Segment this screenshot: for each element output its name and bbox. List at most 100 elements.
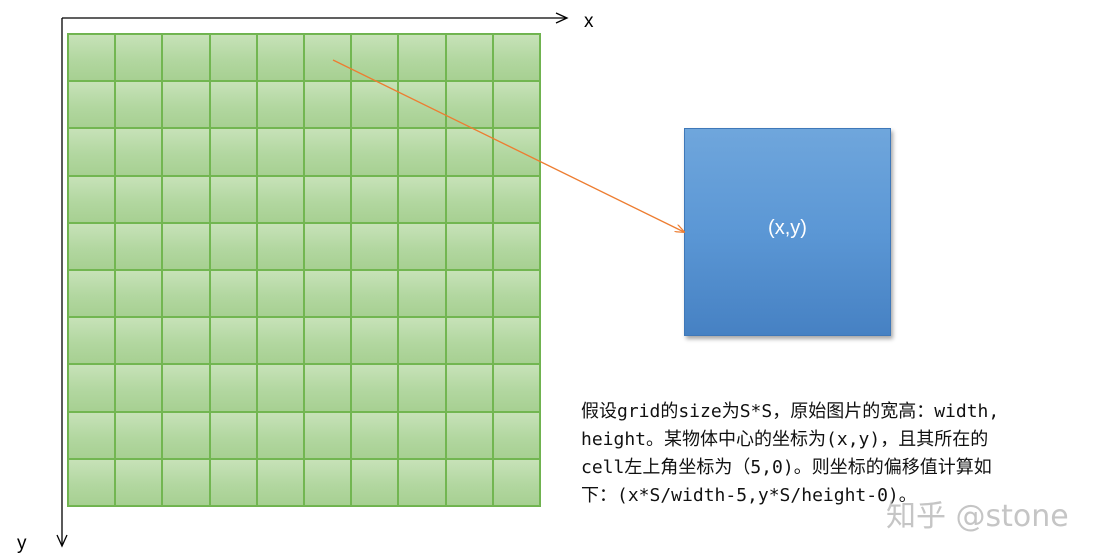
grid-cell [115,34,163,82]
grid-cell [209,34,257,82]
grid-cell [398,175,446,223]
grid-cell [68,270,116,318]
grid-cell [492,128,540,176]
grid-cell [68,175,116,223]
grid-cell [351,128,399,176]
grid-cell [445,34,493,82]
grid-cell [115,222,163,270]
grid-cell [492,175,540,223]
object-box: (x,y) [684,128,891,336]
grid-cell [445,411,493,459]
caption-line: cell左上角坐标为（5,0)。则坐标的偏移值计算如 [581,457,992,478]
grid-cell [398,34,446,82]
x-axis-arrowhead [555,12,569,24]
grid-cell [445,222,493,270]
grid-cell [351,175,399,223]
grid-cell [209,411,257,459]
grid-cell [68,34,116,82]
grid-cell [68,458,116,506]
caption-text: 假设grid的size为S*S，原始图片的宽高：width, height。某物… [581,398,1111,510]
grid-cell [256,175,304,223]
grid-cell [256,222,304,270]
grid-cell [351,364,399,412]
grid-cell [209,81,257,129]
grid-cell [304,128,352,176]
grid-cell [445,270,493,318]
grid-cell [256,411,304,459]
grid-cell [256,128,304,176]
grid-cell [209,270,257,318]
grid-cell [304,317,352,365]
grid-cell [445,175,493,223]
grid-cell [115,458,163,506]
grid-cell [445,81,493,129]
grid-cell [256,81,304,129]
grid-cell [162,270,210,318]
y-axis-label: y [17,533,27,554]
grid-cell [209,364,257,412]
grid-cell [115,128,163,176]
grid-cell [115,411,163,459]
grid-cell [351,270,399,318]
grid-cell [68,81,116,129]
grid-cell [162,175,210,223]
grid-cell [492,222,540,270]
grid-cell [304,81,352,129]
grid-cell [445,458,493,506]
grid-cell [445,317,493,365]
grid-cell [304,458,352,506]
grid-cell [398,128,446,176]
grid-cell [115,175,163,223]
grid-cell [398,317,446,365]
grid-cell [162,411,210,459]
grid-cell [209,128,257,176]
grid-cell [304,364,352,412]
grid-cell [351,81,399,129]
grid-cell [304,270,352,318]
grid-cell [398,81,446,129]
grid-cell [256,364,304,412]
x-axis-label: x [584,11,594,32]
grid-cell [256,317,304,365]
grid-cell [162,34,210,82]
grid-cell [115,81,163,129]
grid-cell [68,128,116,176]
grid-cell [162,81,210,129]
grid-cell [304,175,352,223]
grid-cell [115,270,163,318]
grid-cell [398,364,446,412]
grid-cell [162,128,210,176]
grid-cell [351,34,399,82]
grid-cell [68,364,116,412]
grid-cell [162,364,210,412]
grid-cell [398,458,446,506]
grid-cell [445,364,493,412]
grid-cell [209,175,257,223]
grid-cell [492,317,540,365]
object-coordinate-label: (x,y) [768,216,807,239]
grid-cell [492,364,540,412]
y-axis-arrowhead [56,534,68,548]
grid-cell [209,317,257,365]
grid-cell [209,458,257,506]
grid-cell [398,222,446,270]
grid-cell [304,34,352,82]
grid-cell [351,317,399,365]
grid-cell [256,458,304,506]
grid-cell [351,222,399,270]
grid-cell [162,222,210,270]
grid-cell [68,411,116,459]
grid-cell [162,458,210,506]
grid-cell [256,270,304,318]
grid-cell [115,364,163,412]
grid-cell [68,222,116,270]
grid-cell [304,411,352,459]
grid-cell [492,81,540,129]
caption-line: 下：(x*S/width-5,y*S/height-0)。 [581,485,917,506]
grid-cell [492,270,540,318]
image-grid [67,33,541,507]
caption-line: height。某物体中心的坐标为(x,y)，且其所在的 [581,429,989,450]
grid-cell [398,411,446,459]
grid-cell [492,34,540,82]
